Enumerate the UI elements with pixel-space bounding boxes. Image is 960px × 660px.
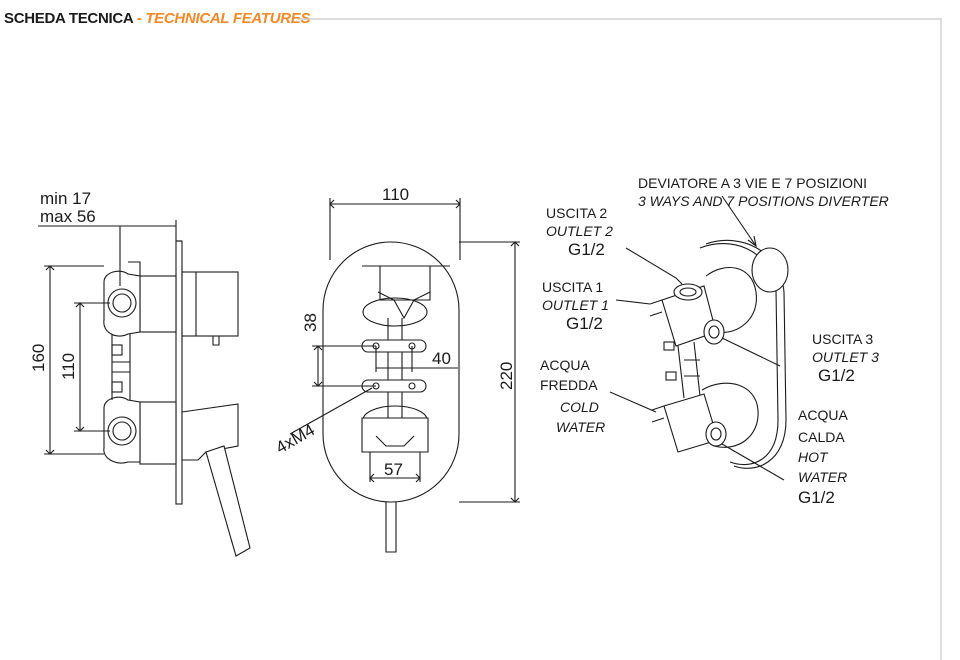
- hot-label-it-1: ACQUA: [798, 407, 848, 423]
- front-view: [289, 198, 520, 553]
- outlet3-size: G1/2: [818, 366, 855, 385]
- outlet3-label-it: USCITA 3: [812, 331, 873, 347]
- outlet1-label-en: OUTLET 1: [542, 297, 609, 313]
- title-italian: SCHEDA TECNICA: [4, 10, 133, 27]
- outlet1-size: G1/2: [566, 314, 603, 333]
- header-bar: SCHEDA TECNICA - TECHNICAL FEATURES: [0, 6, 960, 32]
- dim-front-width: 110: [382, 185, 409, 204]
- cold-label-en-1: COLD: [560, 399, 599, 415]
- title-separator: -: [136, 10, 142, 27]
- cold-label-it-2: FREDDA: [540, 377, 598, 393]
- dim-max-label: max 56: [40, 207, 96, 226]
- dim-front-vertical-spacing: 38: [301, 313, 320, 332]
- outlet2-label-it: USCITA 2: [546, 205, 607, 221]
- page-frame: [298, 18, 942, 660]
- dim-side-axis: 110: [59, 353, 78, 380]
- diverter-label-it: DEVIATORE A 3 VIE E 7 POSIZIONI: [638, 175, 867, 191]
- cold-label-en-2: WATER: [556, 419, 605, 435]
- hot-size: G1/2: [798, 488, 835, 507]
- iso-view: [609, 195, 789, 481]
- dim-front-height: 220: [497, 362, 516, 390]
- dim-front-screws: 4xM4: [273, 420, 319, 457]
- dim-front-horizontal-spacing: 40: [432, 349, 451, 368]
- outlet1-label-it: USCITA 1: [542, 279, 603, 295]
- cold-label-it-1: ACQUA: [540, 357, 590, 373]
- hot-label-en-2: WATER: [798, 469, 847, 485]
- hot-label-it-2: CALDA: [798, 429, 845, 445]
- dim-min-label: min 17: [40, 189, 91, 208]
- dim-side-height: 160: [29, 344, 48, 372]
- dim-front-bottom-width: 57: [384, 460, 403, 479]
- diverter-label-en: 3 WAYS AND 7 POSITIONS DIVERTER: [638, 193, 889, 209]
- outlet2-size: G1/2: [568, 240, 605, 259]
- outlet3-label-en: OUTLET 3: [812, 349, 879, 365]
- side-view: [38, 220, 251, 557]
- page-title: SCHEDA TECNICA - TECHNICAL FEATURES: [4, 10, 311, 27]
- outlet2-label-en: OUTLET 2: [546, 223, 613, 239]
- title-english: TECHNICAL FEATURES: [145, 10, 311, 27]
- hot-label-en-1: HOT: [798, 449, 829, 465]
